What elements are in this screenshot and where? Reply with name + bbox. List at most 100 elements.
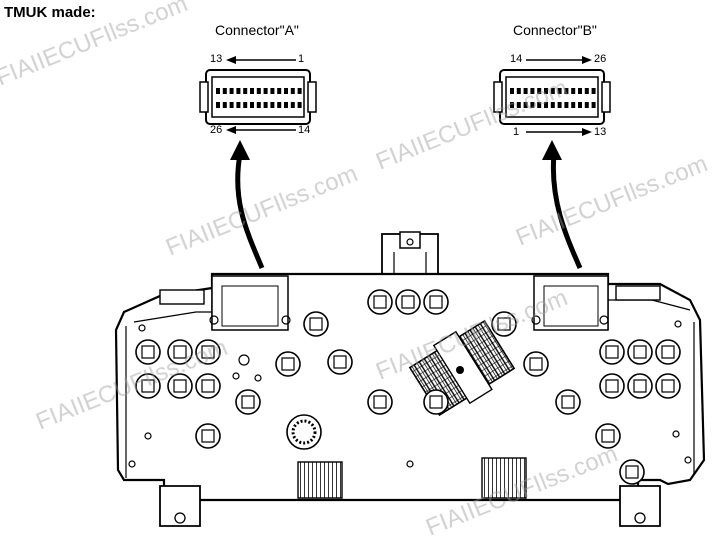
connector-pin	[243, 88, 248, 94]
bulb-socket	[655, 373, 681, 399]
connector-pin	[578, 102, 582, 108]
bulb-socket-inner	[141, 379, 155, 393]
connector-a-body	[199, 69, 317, 125]
pin-arrow-b-bottom	[526, 128, 592, 136]
bulb-socket	[599, 339, 625, 365]
connector-pin	[216, 88, 220, 94]
connector-b-pin-bottom-left: 1	[513, 126, 520, 138]
connector-pin	[537, 102, 542, 108]
bulb-socket	[555, 389, 581, 415]
pin-arrow-b-top	[526, 56, 592, 64]
page-title: TMUK made:	[4, 4, 96, 21]
connector-pin	[236, 88, 241, 94]
connector-pin	[584, 102, 589, 108]
connector-pin	[578, 88, 582, 94]
bulb-socket-inner	[241, 395, 255, 409]
connector-pin	[290, 88, 295, 94]
connector-pin	[222, 102, 227, 108]
curved-arrow-a	[230, 140, 265, 269]
bulb-socket-inner	[401, 295, 415, 309]
connector-pin	[297, 88, 302, 94]
bulb-socket-inner	[633, 379, 647, 393]
connector-pin	[544, 102, 548, 108]
bulb-socket	[627, 339, 653, 365]
connector-pin	[297, 102, 302, 108]
connector-b-pin-top-right: 26	[594, 53, 607, 65]
connector-pin	[256, 102, 261, 108]
connector-pin	[236, 102, 241, 108]
bulb-socket-inner	[429, 295, 443, 309]
bulb-socket-inner	[373, 395, 387, 409]
bulb-socket-inner	[633, 345, 647, 359]
connector-pin	[516, 88, 521, 94]
connector-a-pin-top-left: 13	[210, 53, 223, 65]
connector-a-pin-bottom-left: 26	[210, 124, 223, 136]
bulb-socket-inner	[529, 357, 543, 371]
bulb-socket-inner	[605, 379, 619, 393]
bulb-socket	[423, 289, 449, 315]
connector-pin	[550, 102, 555, 108]
connector-pin	[250, 102, 254, 108]
bulb-socket	[655, 339, 681, 365]
connector-pin	[510, 102, 514, 108]
connector-pin	[591, 102, 596, 108]
bulb-socket	[195, 423, 221, 449]
pin-arrow-a-bottom	[226, 126, 296, 134]
bulb-socket-inner	[625, 465, 639, 479]
connector-pin	[277, 88, 282, 94]
bulb-socket	[195, 373, 221, 399]
curved-arrow-b	[542, 140, 583, 270]
connector-pin	[222, 88, 227, 94]
connector-pin	[571, 102, 576, 108]
connector-pin	[216, 102, 220, 108]
connector-pin	[243, 102, 248, 108]
connector-b-body	[493, 69, 611, 125]
connector-pin	[564, 102, 569, 108]
bulb-socket-inner	[281, 357, 295, 371]
bulb-socket	[327, 349, 353, 375]
connector-pin	[250, 88, 254, 94]
bulb-socket	[523, 351, 549, 377]
connector-pin	[284, 102, 288, 108]
connector-pin	[263, 102, 268, 108]
bulb-socket-inner	[373, 295, 387, 309]
bulb-socket-inner	[561, 395, 575, 409]
bulb-socket-inner	[333, 355, 347, 369]
connector-pin	[277, 102, 282, 108]
connector-pin	[564, 88, 569, 94]
bulb-socket-inner	[141, 345, 155, 359]
meter-housing	[114, 272, 706, 527]
connector-pin	[270, 88, 275, 94]
connector-a-label: Connector"A"	[215, 22, 299, 38]
pin-arrow-a-top	[226, 56, 296, 64]
bulb-socket-inner	[601, 429, 615, 443]
connector-pin	[550, 88, 555, 94]
connector-pin	[530, 88, 535, 94]
connector-pin	[571, 88, 576, 94]
connector-a-pin-top-right: 1	[298, 53, 305, 65]
connector-pin	[530, 102, 535, 108]
bulb-socket	[275, 351, 301, 377]
connector-a-pin-bottom-right: 14	[298, 124, 311, 136]
connector-pin	[523, 102, 528, 108]
connector-pin	[516, 102, 521, 108]
watermark-text-2: FIAIIECUFIlss.com	[162, 160, 361, 261]
bulb-socket	[303, 311, 329, 337]
connector-pin	[229, 88, 234, 94]
connector-pin	[544, 88, 548, 94]
connector-pin	[270, 102, 275, 108]
top-clip	[381, 231, 439, 275]
bulb-socket-inner	[173, 379, 187, 393]
bulb-socket	[367, 289, 393, 315]
bulb-socket	[619, 459, 645, 485]
bulb-socket	[395, 289, 421, 315]
watermark-text-4: FIAIIECUFIlss.com	[512, 150, 711, 251]
bulb-socket-inner	[201, 429, 215, 443]
bulb-socket	[599, 373, 625, 399]
bulb-socket	[627, 373, 653, 399]
connector-b-label: Connector"B"	[513, 22, 597, 38]
bulb-socket	[367, 389, 393, 415]
connector-pin	[523, 88, 528, 94]
bulb-socket-inner	[497, 317, 511, 331]
